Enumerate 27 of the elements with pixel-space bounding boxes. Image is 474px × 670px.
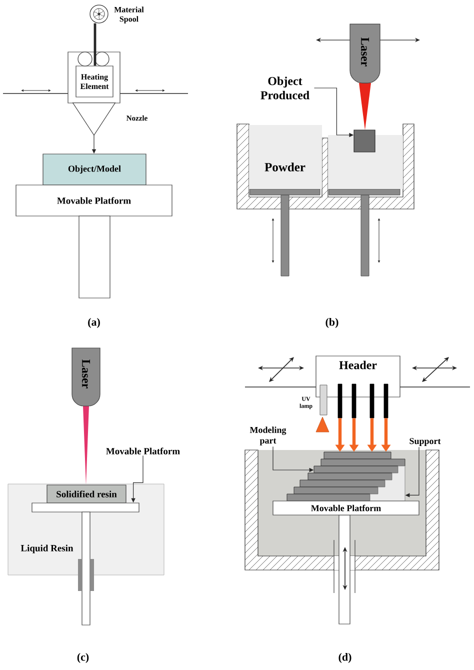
header-box: Header (316, 356, 400, 398)
panel-label: (c) (77, 653, 89, 663)
platform-box: Movable Platform (16, 184, 172, 216)
laser-head: Laser (350, 24, 380, 84)
callout-label: Modeling part (250, 426, 286, 446)
uv-lamp (320, 384, 328, 416)
object-cube (354, 130, 376, 152)
print-nozzle (352, 384, 356, 418)
panel-label: (d) (338, 653, 352, 663)
print-nozzle (338, 384, 342, 418)
part-label: Material Spool (114, 6, 144, 24)
panel-label: (b) (326, 318, 338, 328)
support-column (78, 216, 110, 298)
platform-box: Movable Platform (272, 500, 420, 516)
print-nozzle (370, 384, 374, 418)
laser-head: Laser (72, 348, 100, 406)
platform-plate (32, 502, 140, 512)
panel-label: (a) (88, 318, 100, 328)
callout-label: Object Produced (260, 76, 310, 100)
solidified-resin-box: Solidified resin (46, 484, 126, 504)
object-box: Object/Model (42, 154, 146, 186)
print-nozzle (384, 384, 388, 418)
callout-label: Movable Platform (106, 448, 180, 454)
powder-bed: Powder (249, 125, 322, 189)
callout-label: Support (410, 438, 441, 446)
filament-line (94, 23, 96, 66)
heating-element-box: Heating Element (76, 66, 114, 98)
